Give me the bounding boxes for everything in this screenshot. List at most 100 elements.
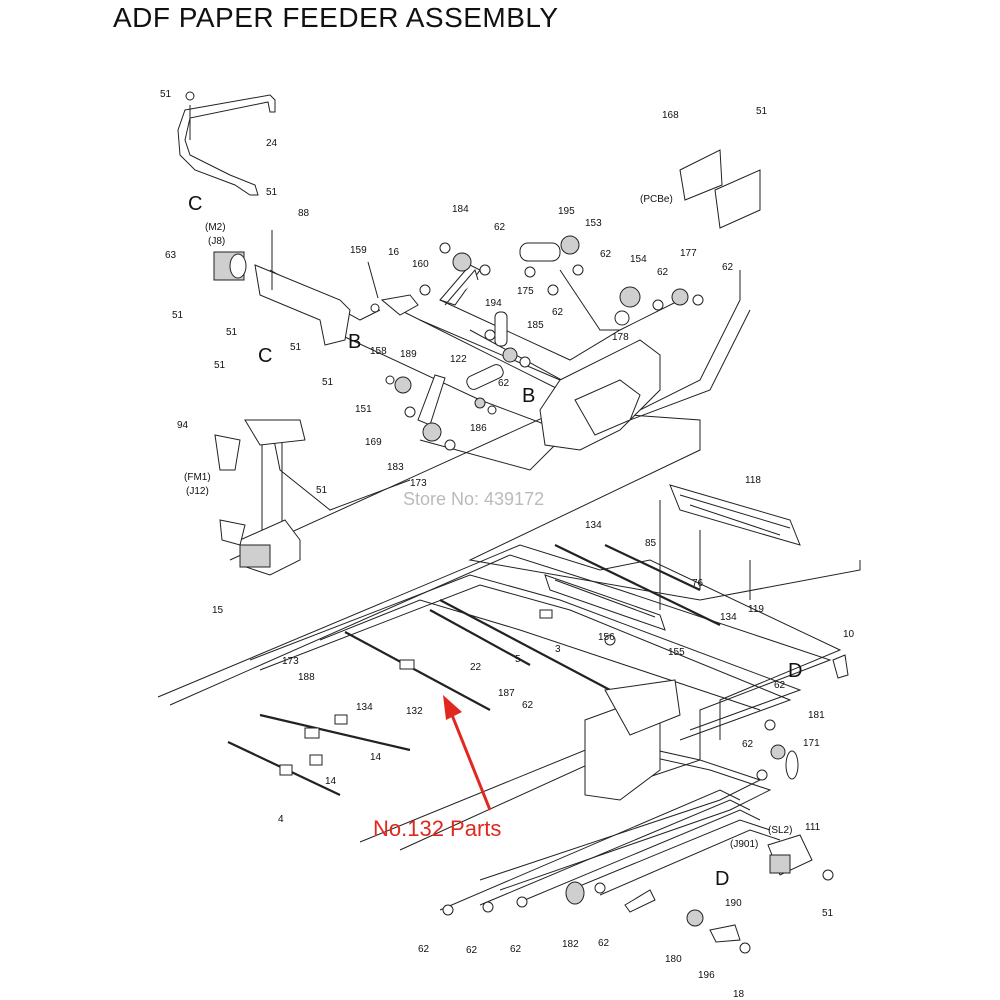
part-number: 4 [278,814,284,825]
part-number: 173 [410,478,427,489]
part-number: 190 [725,898,742,909]
part-number: 186 [470,423,487,434]
part-number: 185 [527,320,544,331]
part-number: 14 [325,776,337,787]
part-number: 63 [165,250,177,261]
part-number: 182 [562,939,579,950]
part-number: 111 [805,822,821,833]
section-letter: B [522,385,535,407]
roller-shafts [227,544,721,796]
part-number: 62 [466,945,478,956]
part-number: 16 [388,247,400,258]
part-number: 119 [748,604,764,615]
bracket-24 [177,91,276,196]
part-number: 10 [843,629,855,640]
part-number: 159 [350,245,367,256]
part-number: 156 [598,632,615,643]
part-number: 51 [266,187,278,198]
page-title: ADF PAPER FEEDER ASSEMBLY [113,2,559,33]
annotation-arrow [443,695,492,811]
section-letter: B [348,331,361,353]
part-number: 173 [282,656,299,667]
part-number: 118 [745,475,761,486]
part-number: 168 [662,110,679,121]
part-number: 88 [298,208,310,219]
part-number: 134 [356,702,373,713]
part-number: 62 [552,307,564,318]
side-frame-lower [584,654,849,954]
part-number: 85 [645,538,657,549]
part-number: 62 [600,249,612,260]
section-letter: D [788,660,802,682]
part-number: 134 [720,612,737,623]
part-number: 181 [808,710,825,721]
part-number-labels: 51 24 51 88 63 51 51 159 16 160 184 62 1… [160,89,855,1000]
connector-labels: (M2) (J8) (PCBe) (FM1) (J12) (J901) (SL2… [184,194,792,850]
part-number: 51 [214,360,226,371]
part-number: 183 [387,462,404,473]
part-number: 62 [742,739,754,750]
part-number: 24 [266,138,278,149]
part-number: 178 [612,332,629,343]
connector-label: (J8) [208,236,225,247]
part-number: 3 [555,644,561,655]
section-letter: D [715,868,729,890]
part-number: 194 [485,298,502,309]
section-letter: C [188,193,202,215]
part-number: 196 [698,970,715,981]
part-number: 76 [692,578,704,589]
part-number: 62 [522,700,534,711]
part-number: 22 [470,662,482,673]
part-number: 160 [412,259,429,270]
part-number: 154 [630,254,647,265]
part-number: 51 [316,485,328,496]
part-number: 184 [452,204,469,215]
part-number: 151 [355,404,372,415]
part-number: 5 [515,654,521,665]
part-number: 51 [822,908,834,919]
part-number: 122 [450,354,467,365]
part-number: 62 [510,944,522,955]
section-letters: C B C B D D [188,193,802,890]
part-number: 175 [517,286,534,297]
part-number: 18 [733,989,745,1000]
part-number: 51 [756,106,768,117]
part-number: 132 [406,706,423,717]
part-number: 51 [172,310,184,321]
part-number: 195 [558,206,575,217]
connector-label: (FM1) [184,472,211,483]
part-number: 153 [585,218,602,229]
store-watermark: Store No: 439172 [403,489,544,509]
part-number: 188 [298,672,315,683]
part-number: 62 [498,378,510,389]
part-number: 51 [160,89,172,100]
side-frame-right [539,149,761,451]
part-number: 62 [598,938,610,949]
part-number: 134 [585,520,602,531]
part-number: 189 [400,349,417,360]
part-number: 158 [370,346,387,357]
connector-label: (J901) [730,839,758,850]
part-number: 169 [365,437,382,448]
paper-guide-118 [544,484,801,631]
part-number: 94 [177,420,189,431]
part-number: 62 [657,267,669,278]
part-number: 51 [290,342,302,353]
annotation-label: No.132 Parts [373,816,501,841]
part-number: 62 [494,222,506,233]
part-number: 180 [665,954,682,965]
part-number: 155 [668,647,685,658]
frame-15 [214,419,306,576]
part-number: 62 [774,680,786,691]
gear-cluster-mid [385,364,504,451]
connector-label: (SL2) [768,825,792,836]
connector-label: (J12) [186,486,209,497]
section-letter: C [258,345,272,367]
part-number: 187 [498,688,515,699]
connector-label: (M2) [205,222,226,233]
part-number: 51 [322,377,334,388]
part-number: 62 [418,944,430,955]
part-number: 177 [680,248,697,259]
part-number: 171 [803,738,820,749]
